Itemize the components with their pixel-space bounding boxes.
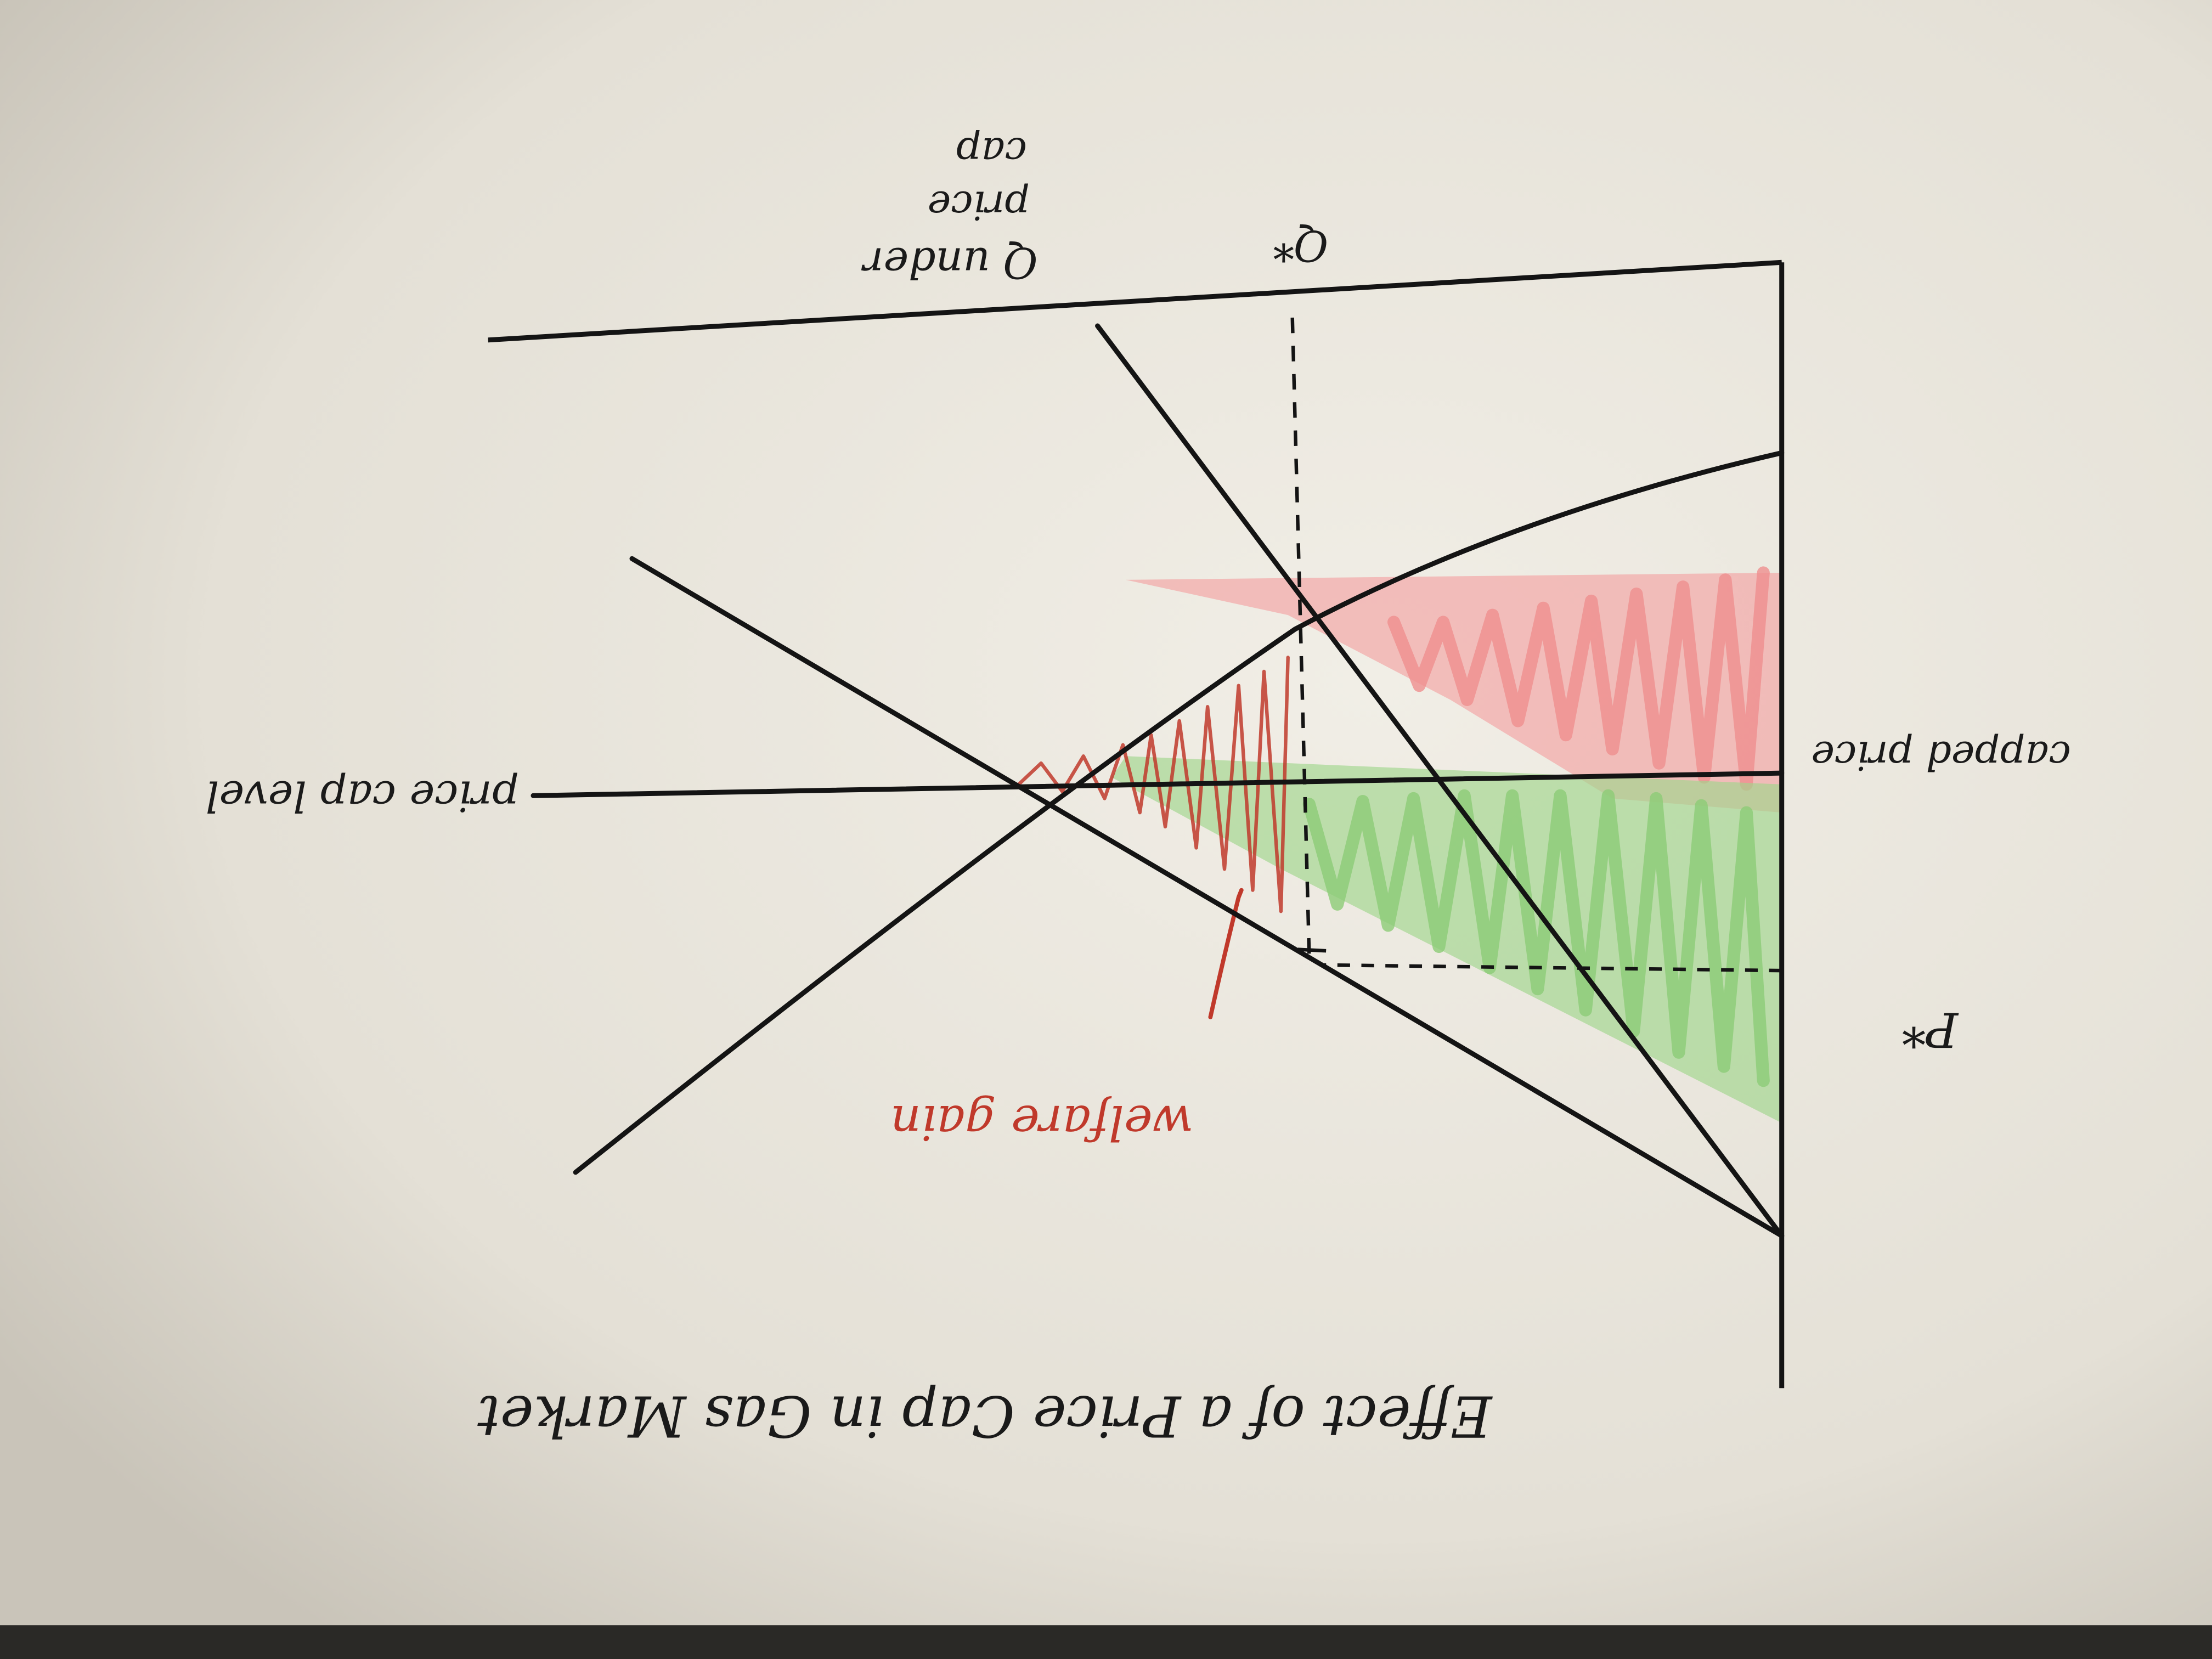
green-scribble [1302,789,1770,1087]
marginal-line [629,556,1785,1239]
p-star-dashed-line [1320,963,1782,973]
welfare-gain-label: welfare gain [890,1094,1194,1150]
q-under-price-cap-label-line1: Q under [861,238,1038,287]
q-under-price-cap-label-line2: price [928,183,1030,229]
p-star-label: P* [1902,1001,1960,1057]
quantity-axis [488,259,1782,343]
welfare-gain-arrow-line [1208,888,1244,1019]
price-cap-line [531,770,1785,798]
pink-scribble [1387,566,1770,791]
pink-shaded-area [1126,573,1782,813]
supply-curve [573,450,1785,1175]
capped-price-label: capped price [1811,733,2070,779]
price-cap-level-label: price cap level [206,771,520,821]
q-star-dashed-line [1290,312,1311,954]
q-star-label: Q* [1273,221,1329,270]
sheet-content-rotated: Effect of a Price Cap in Gas Market pric… [206,129,2071,1448]
q-under-price-cap-label-line3: cap [956,129,1027,175]
diagram-title: Effect of a Price Cap in Gas Market [477,1383,1493,1448]
q-star-tick [1297,947,1327,953]
welfare-gain-scribble [1014,656,1290,913]
